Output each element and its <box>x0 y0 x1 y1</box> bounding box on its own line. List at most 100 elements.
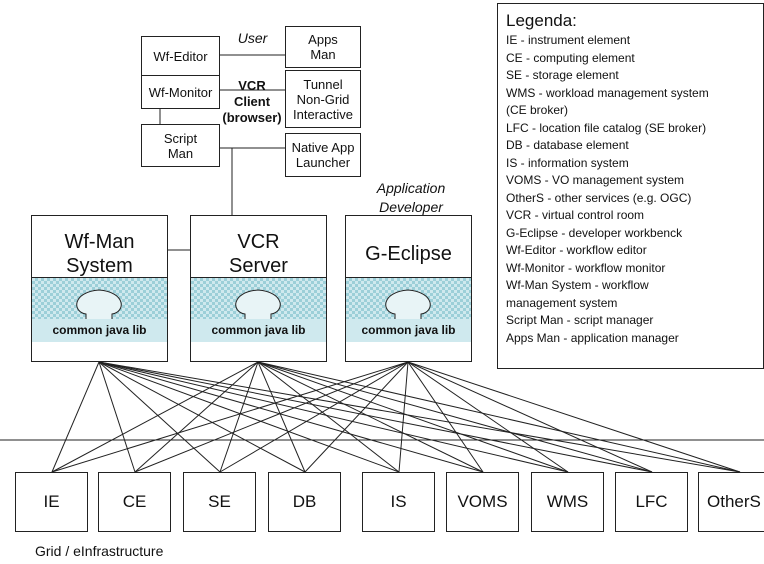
vcr-client-line-3: (browser) <box>222 110 282 125</box>
common-java-lib-label: common java lib <box>191 319 326 342</box>
wf-man-title-line-1: Wf-Man <box>64 231 135 253</box>
vcr-client-line-2: Client <box>233 94 271 109</box>
infra-voms-box[interactable]: VOMS <box>446 472 519 532</box>
infra-db-box[interactable]: DB <box>268 472 341 532</box>
vcr-server-title-line-2: Server <box>229 255 288 277</box>
g-eclipse-box[interactable]: G-Eclipse common java lib <box>345 215 472 362</box>
infra-lfc-label: LFC <box>635 492 668 511</box>
connection-line <box>257 361 306 473</box>
user-label: User <box>237 30 268 46</box>
legend-item: Apps Man - application manager <box>506 330 679 345</box>
infra-lfc-box[interactable]: LFC <box>615 472 688 532</box>
legend-item: Wf-Monitor - workflow monitor <box>506 260 666 275</box>
apps-man-box[interactable]: Apps Man <box>285 26 361 68</box>
connection-line <box>257 361 484 473</box>
connection-line <box>98 361 484 473</box>
connection-line <box>98 361 569 473</box>
connection-line <box>51 361 409 473</box>
infra-wms-box[interactable]: WMS <box>531 472 604 532</box>
script-man-label-2: Man <box>167 145 194 161</box>
infra-ce-label: CE <box>122 492 147 511</box>
app-developer-line-2: Developer <box>379 199 443 215</box>
wf-editor-label: Wf-Editor <box>153 48 208 64</box>
connection-line <box>98 361 136 473</box>
plug-connector-icon <box>235 289 281 320</box>
connection-line <box>98 361 221 473</box>
infra-ie-box[interactable]: IE <box>15 472 88 532</box>
vcr-server-title: VCR Server <box>191 230 326 278</box>
script-man-label-1: Script <box>163 130 198 146</box>
hatched-area <box>346 277 471 321</box>
script-man-box[interactable]: Script Man <box>141 124 220 167</box>
native-launcher-label-1: Native App <box>291 140 355 155</box>
connection-line <box>219 361 409 473</box>
connection-line <box>407 361 741 473</box>
legend-item: G-Eclipse - developer workbenck <box>506 225 683 240</box>
hatched-area <box>32 277 167 321</box>
connection-line <box>257 361 741 473</box>
connection-line <box>134 361 409 473</box>
infra-others-label: OtherS <box>707 492 761 511</box>
legend-item: WMS - workload management system <box>506 85 709 100</box>
wf-man-title-line-2: System <box>66 255 133 277</box>
wf-man-system-box[interactable]: Wf-Man System common java lib <box>31 215 168 362</box>
connection-line <box>257 361 400 473</box>
infra-voms-label: VOMS <box>457 492 508 511</box>
connection-line <box>257 361 569 473</box>
tunnel-box[interactable]: Tunnel Non-Grid Interactive <box>285 70 361 128</box>
legend-item: VOMS - VO management system <box>506 173 685 187</box>
app-developer-line-1: Application <box>376 180 446 196</box>
common-java-lib-label: common java lib <box>346 319 471 342</box>
legend-list: IE - instrument element CE - computing e… <box>506 32 755 347</box>
common-java-lib-label: common java lib <box>32 319 167 342</box>
wf-editor-box[interactable]: Wf-Editor <box>141 36 220 76</box>
infra-is-box[interactable]: IS <box>362 472 435 532</box>
connection-line <box>257 361 653 473</box>
tunnel-label-1: Tunnel <box>303 76 343 92</box>
infra-se-box[interactable]: SE <box>183 472 256 532</box>
infra-se-label: SE <box>208 492 231 511</box>
connection-line <box>407 361 484 473</box>
connection-line <box>98 361 653 473</box>
legend-item: SE - storage element <box>506 68 619 82</box>
connection-line <box>407 361 653 473</box>
hatched-area <box>191 277 326 321</box>
apps-man-label-2: Man <box>310 47 336 62</box>
infra-db-label: DB <box>292 492 317 511</box>
connection-line <box>98 361 306 473</box>
connection-line <box>51 361 259 473</box>
legend-item: IS - information system <box>506 155 629 170</box>
connection-line <box>219 361 259 473</box>
native-launcher-label-2: Launcher <box>295 155 351 170</box>
tunnel-label-3: Interactive <box>293 106 353 122</box>
infra-ie-label: IE <box>43 492 60 511</box>
application-developer-label: Application Developer <box>362 179 460 217</box>
legend-item: VCR - virtual control room <box>506 208 645 222</box>
tunnel-label-2: Non-Grid <box>296 91 350 107</box>
legend-item: LFC - location file catalog (SE broker) <box>506 120 707 135</box>
native-launcher-box[interactable]: Native App Launcher <box>285 133 361 177</box>
grid-infrastructure-caption: Grid / eInfrastructure <box>35 543 164 559</box>
infra-wms-label: WMS <box>546 492 589 511</box>
vcr-server-title-line-1: VCR <box>237 231 280 253</box>
legend-item: OtherS - other services (e.g. OGC) <box>506 190 692 205</box>
legend-item: management system <box>506 295 618 310</box>
infra-others-box[interactable]: OtherS <box>698 472 764 532</box>
apps-man-label-1: Apps <box>308 32 338 47</box>
vcr-client-label: VCR Client (browser) <box>217 78 287 126</box>
infra-ce-box[interactable]: CE <box>98 472 171 532</box>
infra-is-label: IS <box>390 492 407 511</box>
legend-title: Legenda: <box>506 11 577 30</box>
wf-man-system-title: Wf-Man System <box>32 230 167 278</box>
legend-item: (CE broker) <box>506 103 569 117</box>
connection-line <box>398 361 409 473</box>
legend-item: IE - instrument element <box>506 33 631 47</box>
g-eclipse-title-line-1: G-Eclipse <box>365 243 452 265</box>
legend-item: Wf-Editor - workflow editor <box>506 243 647 257</box>
wf-monitor-label: Wf-Monitor <box>148 84 213 100</box>
plug-connector-icon <box>385 289 431 320</box>
legend-panel: Legenda: IE - instrument element CE - co… <box>497 3 764 369</box>
wf-monitor-box[interactable]: Wf-Monitor <box>141 75 220 109</box>
vcr-server-box[interactable]: VCR Server common java lib <box>190 215 327 362</box>
